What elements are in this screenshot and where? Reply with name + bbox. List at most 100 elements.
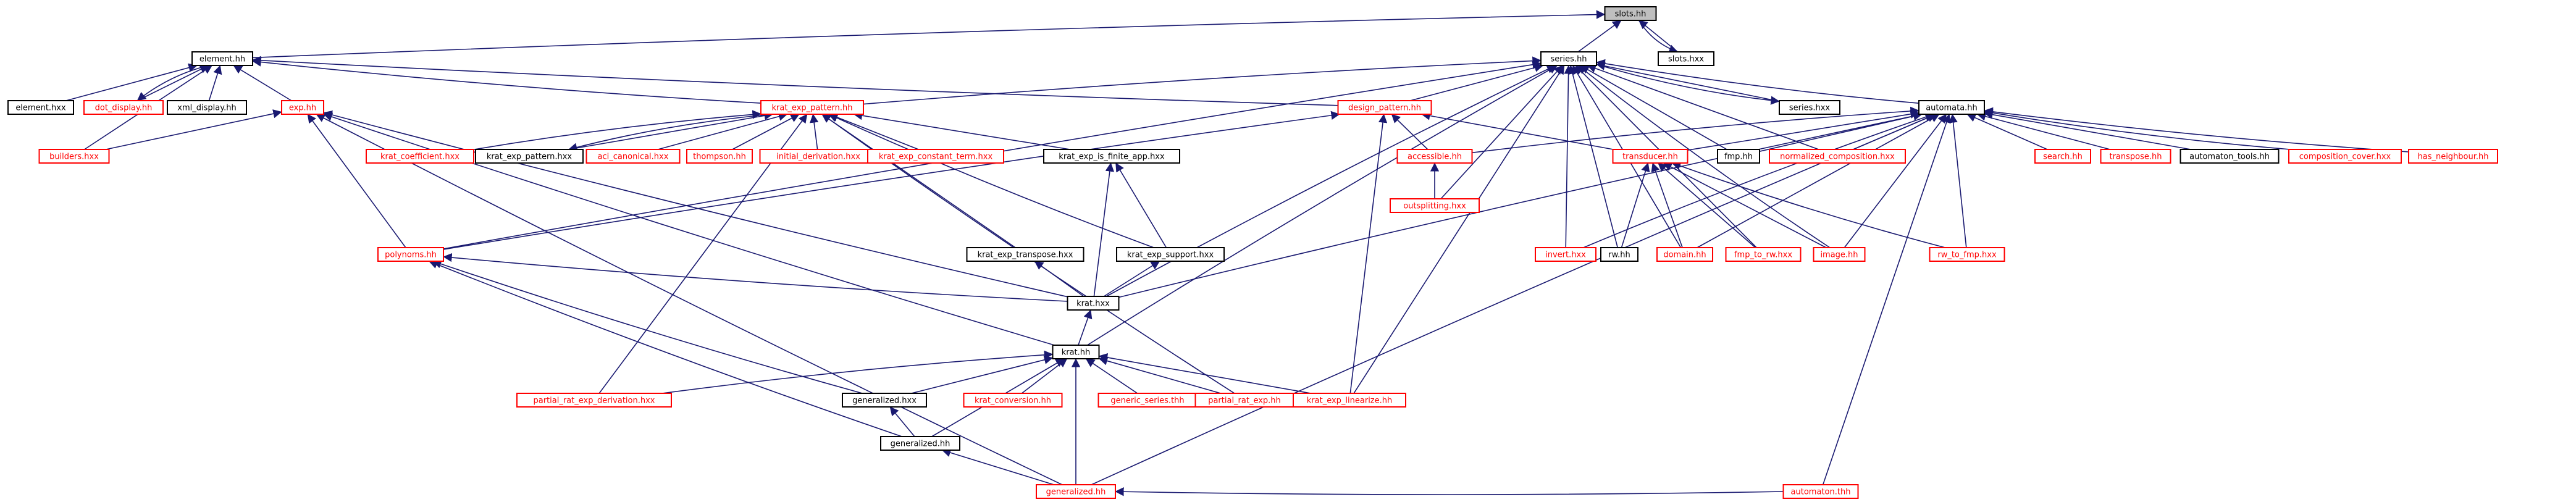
- file-node-exp-hh[interactable]: exp.hh: [281, 100, 324, 115]
- edge-automata-hh-from-search: [1966, 113, 2048, 150]
- file-node-normalized-composition[interactable]: normalized_composition.hxx: [1769, 149, 1906, 164]
- edge-element-hh-from-exp-hh: [233, 65, 292, 101]
- edge-exp-hh-from-polynoms: [307, 114, 406, 248]
- node-box: [38, 149, 110, 164]
- edge-transducer-from-rw-to-fmp: [1671, 161, 1945, 248]
- edge-krat-exp-pattern-hh-from-krat-coefficient: [473, 110, 761, 150]
- node-box: [760, 100, 864, 115]
- node-box: [1116, 247, 1225, 262]
- file-node-series-hh[interactable]: series.hh: [1540, 51, 1597, 66]
- file-node-automaton-thh[interactable]: automaton.thh: [1782, 484, 1859, 499]
- file-node-domain[interactable]: domain.hh: [1656, 247, 1713, 262]
- edge-automata-hh-from-generalized-hh-red: [1091, 113, 1937, 485]
- node-box: [1535, 247, 1596, 262]
- edge-transducer-from-domain: [1651, 162, 1683, 248]
- file-node-krat-exp-linearize[interactable]: krat_exp_linearize.hh: [1293, 393, 1406, 408]
- file-node-has-neighbour[interactable]: has_neighbour.hh: [2408, 149, 2498, 164]
- edge-series-hxx-from-series-hh: [1596, 64, 1780, 105]
- file-node-image[interactable]: image.hh: [1813, 247, 1866, 262]
- file-node-composition-cover[interactable]: composition_cover.hxx: [2288, 149, 2402, 164]
- file-node-rw-hh[interactable]: rw.hh: [1600, 247, 1638, 262]
- node-label: polynoms.hh: [385, 251, 437, 260]
- file-node-krat-coefficient[interactable]: krat_coefficient.hxx: [366, 149, 474, 164]
- edge-generalized-hxx-from-generalized-hh-black: [889, 406, 915, 437]
- file-node-krat-exp-constant-term[interactable]: krat_exp_constant_term.hxx: [867, 149, 1004, 164]
- node-label: krat_exp_pattern.hh: [771, 104, 852, 113]
- file-node-slots-hh[interactable]: slots.hh: [1604, 6, 1657, 21]
- file-node-invert[interactable]: invert.hxx: [1535, 247, 1596, 262]
- edge-automata-hh-from-domain: [1697, 114, 1940, 248]
- edge-automata-hh-from-has-neighbour: [1984, 107, 2409, 153]
- node-box: [281, 100, 324, 115]
- file-node-krat-hxx[interactable]: krat.hxx: [1067, 296, 1120, 311]
- node-label: series.hh: [1550, 55, 1587, 64]
- node-label: accessible.hh: [1408, 153, 1462, 162]
- node-box: [842, 393, 927, 408]
- file-node-generalized-hxx[interactable]: generalized.hxx: [842, 393, 927, 408]
- node-box: [1779, 100, 1840, 115]
- file-node-search[interactable]: search.hh: [2034, 149, 2091, 164]
- node-box: [2100, 149, 2171, 164]
- file-node-krat-exp-transpose[interactable]: krat_exp_transpose.hxx: [966, 247, 1085, 262]
- file-node-slots-hxx[interactable]: slots.hxx: [1658, 51, 1714, 66]
- file-node-aci-canonical[interactable]: aci_canonical.hxx: [585, 149, 681, 164]
- edge-automata-hh-from-image: [1844, 114, 1947, 248]
- node-box: [1658, 51, 1714, 66]
- file-node-element-hxx[interactable]: element.hxx: [7, 100, 74, 115]
- file-node-design-pattern-hh[interactable]: design_pattern.hh: [1337, 100, 1432, 115]
- file-node-rw-to-fmp[interactable]: rw_to_fmp.hxx: [1929, 247, 2005, 262]
- node-box: [1036, 484, 1116, 499]
- file-node-transpose[interactable]: transpose.hh: [2100, 149, 2171, 164]
- file-node-krat-hh[interactable]: krat.hh: [1052, 345, 1100, 359]
- file-node-generalized-hh-black[interactable]: generalized.hh: [880, 436, 960, 451]
- node-box: [1612, 149, 1689, 164]
- node-label: xml_display.hh: [177, 104, 236, 113]
- node-box: [867, 149, 1004, 164]
- file-node-element-hh[interactable]: element.hh: [191, 51, 253, 66]
- file-node-fmp-hh[interactable]: fmp.hh: [1717, 149, 1760, 164]
- edge-generalized-hh-red-from-automaton-thh: [1115, 487, 1784, 496]
- file-node-transducer[interactable]: transducer.hh: [1612, 149, 1689, 164]
- file-node-builders[interactable]: builders.hxx: [38, 149, 110, 164]
- file-node-polynoms[interactable]: polynoms.hh: [377, 247, 444, 262]
- file-node-accessible[interactable]: accessible.hh: [1396, 149, 1473, 164]
- file-node-generalized-hh-red[interactable]: generalized.hh: [1036, 484, 1116, 499]
- node-label: krat.hh: [1062, 348, 1091, 358]
- node-box: [1782, 484, 1859, 499]
- file-node-partial-rat-exp-derivation[interactable]: partial_rat_exp_derivation.hxx: [516, 393, 672, 408]
- edge-series-hh-from-design-pattern-hh: [1410, 63, 1544, 101]
- edge-automata-hh-from-transducer: [1687, 109, 1919, 151]
- file-node-initial-derivation[interactable]: initial_derivation.hxx: [759, 149, 878, 164]
- node-box: [516, 393, 672, 408]
- edge-slots-hh-from-series-hh: [1577, 20, 1622, 52]
- file-node-krat-exp-is-finite-app[interactable]: krat_exp_is_finite_app.hxx: [1043, 149, 1180, 164]
- file-node-generic-series[interactable]: generic_series.thh: [1097, 393, 1198, 408]
- edge-automata-hh-from-krat-hxx: [1118, 111, 1923, 298]
- node-box: [475, 149, 584, 164]
- file-node-dot-display[interactable]: dot_display.hh: [83, 100, 164, 115]
- node-label: initial_derivation.hxx: [776, 153, 860, 162]
- file-node-series-hxx[interactable]: series.hxx: [1779, 100, 1840, 115]
- file-node-fmp-to-rw[interactable]: fmp_to_rw.hxx: [1725, 247, 1802, 262]
- file-node-thompson[interactable]: thompson.hh: [686, 149, 753, 164]
- file-node-partial-rat-exp[interactable]: partial_rat_exp.hh: [1194, 393, 1294, 408]
- file-node-krat-exp-pattern-hh[interactable]: krat_exp_pattern.hh: [760, 100, 864, 115]
- node-label: krat_exp_pattern.hxx: [487, 153, 572, 162]
- node-label: generalized.hh: [1046, 488, 1106, 497]
- file-node-krat-exp-support[interactable]: krat_exp_support.hxx: [1116, 247, 1225, 262]
- node-label: exp.hh: [289, 104, 316, 113]
- edge-element-hh-from-xml-display: [208, 65, 222, 101]
- edge-design-pattern-hh-from-transducer: [1421, 111, 1614, 150]
- file-node-automata-hh[interactable]: automata.hh: [1918, 100, 1985, 115]
- node-label: image.hh: [1820, 251, 1858, 260]
- file-node-krat-exp-pattern-hxx[interactable]: krat_exp_pattern.hxx: [475, 149, 584, 164]
- edge-element-hh-from-element-hxx: [65, 63, 198, 101]
- file-node-xml-display[interactable]: xml_display.hh: [167, 100, 247, 115]
- node-box: [966, 247, 1085, 262]
- edge-automata-hh-from-invert: [1583, 112, 1934, 248]
- edge-krat-hh-from-krat-exp-linearize: [1098, 353, 1311, 394]
- file-node-automaton-tools[interactable]: automaton_tools.hh: [2180, 149, 2280, 164]
- file-node-outsplitting[interactable]: outsplitting.hxx: [1390, 198, 1480, 213]
- edge-series-hh-from-normalized-composition: [1587, 64, 1819, 150]
- file-node-krat-conversion[interactable]: krat_conversion.hh: [963, 393, 1063, 408]
